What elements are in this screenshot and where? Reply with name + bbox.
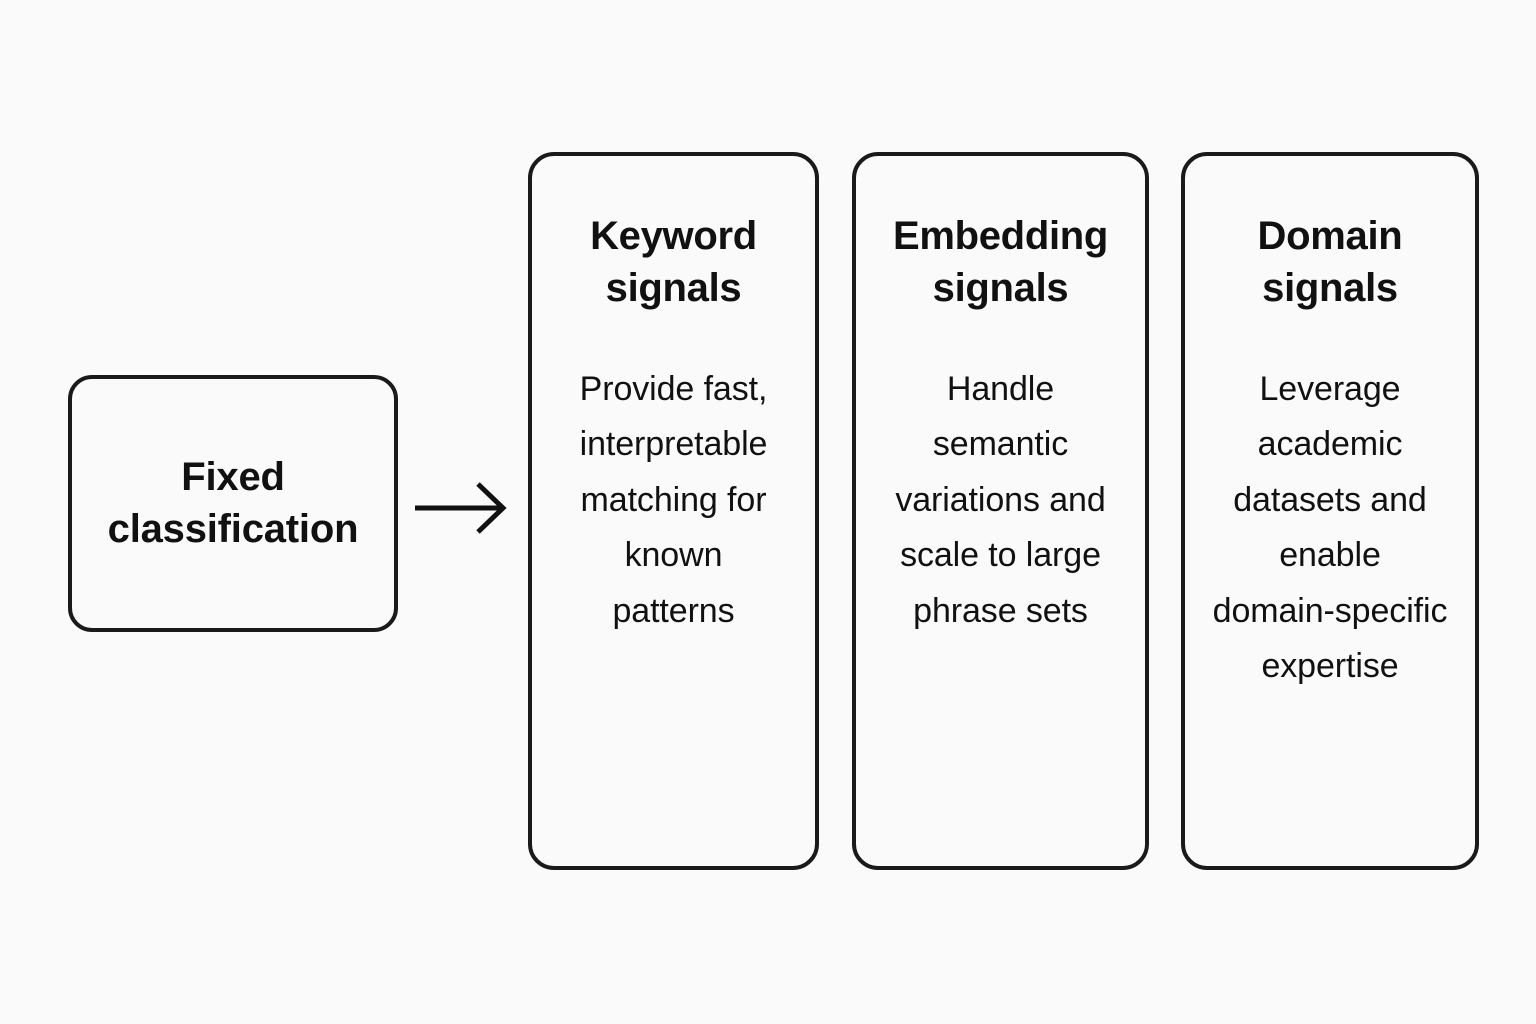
node-domain-signals-body: Leverage academic datasets and enable do…	[1212, 370, 1448, 686]
arrow-right-icon	[408, 478, 512, 538]
node-fixed-classification[interactable]: Fixed classification	[68, 375, 398, 632]
node-embedding-signals-body: Handle semantic variations and scale to …	[895, 370, 1106, 630]
node-keyword-signals[interactable]: Keyword signals Provide fast, interpreta…	[528, 152, 819, 870]
node-embedding-signals-title: Embedding signals	[892, 214, 1109, 310]
node-keyword-signals-title: Keyword signals	[590, 214, 757, 310]
node-embedding-signals[interactable]: Embedding signals Handle semantic variat…	[852, 152, 1149, 870]
node-fixed-classification-title: Fixed classification	[107, 455, 359, 551]
node-keyword-signals-body: Provide fast, interpretable matching for…	[579, 370, 768, 630]
node-domain-signals-title: Domain signals	[1257, 214, 1403, 310]
node-domain-signals[interactable]: Domain signals Leverage academic dataset…	[1181, 152, 1479, 870]
